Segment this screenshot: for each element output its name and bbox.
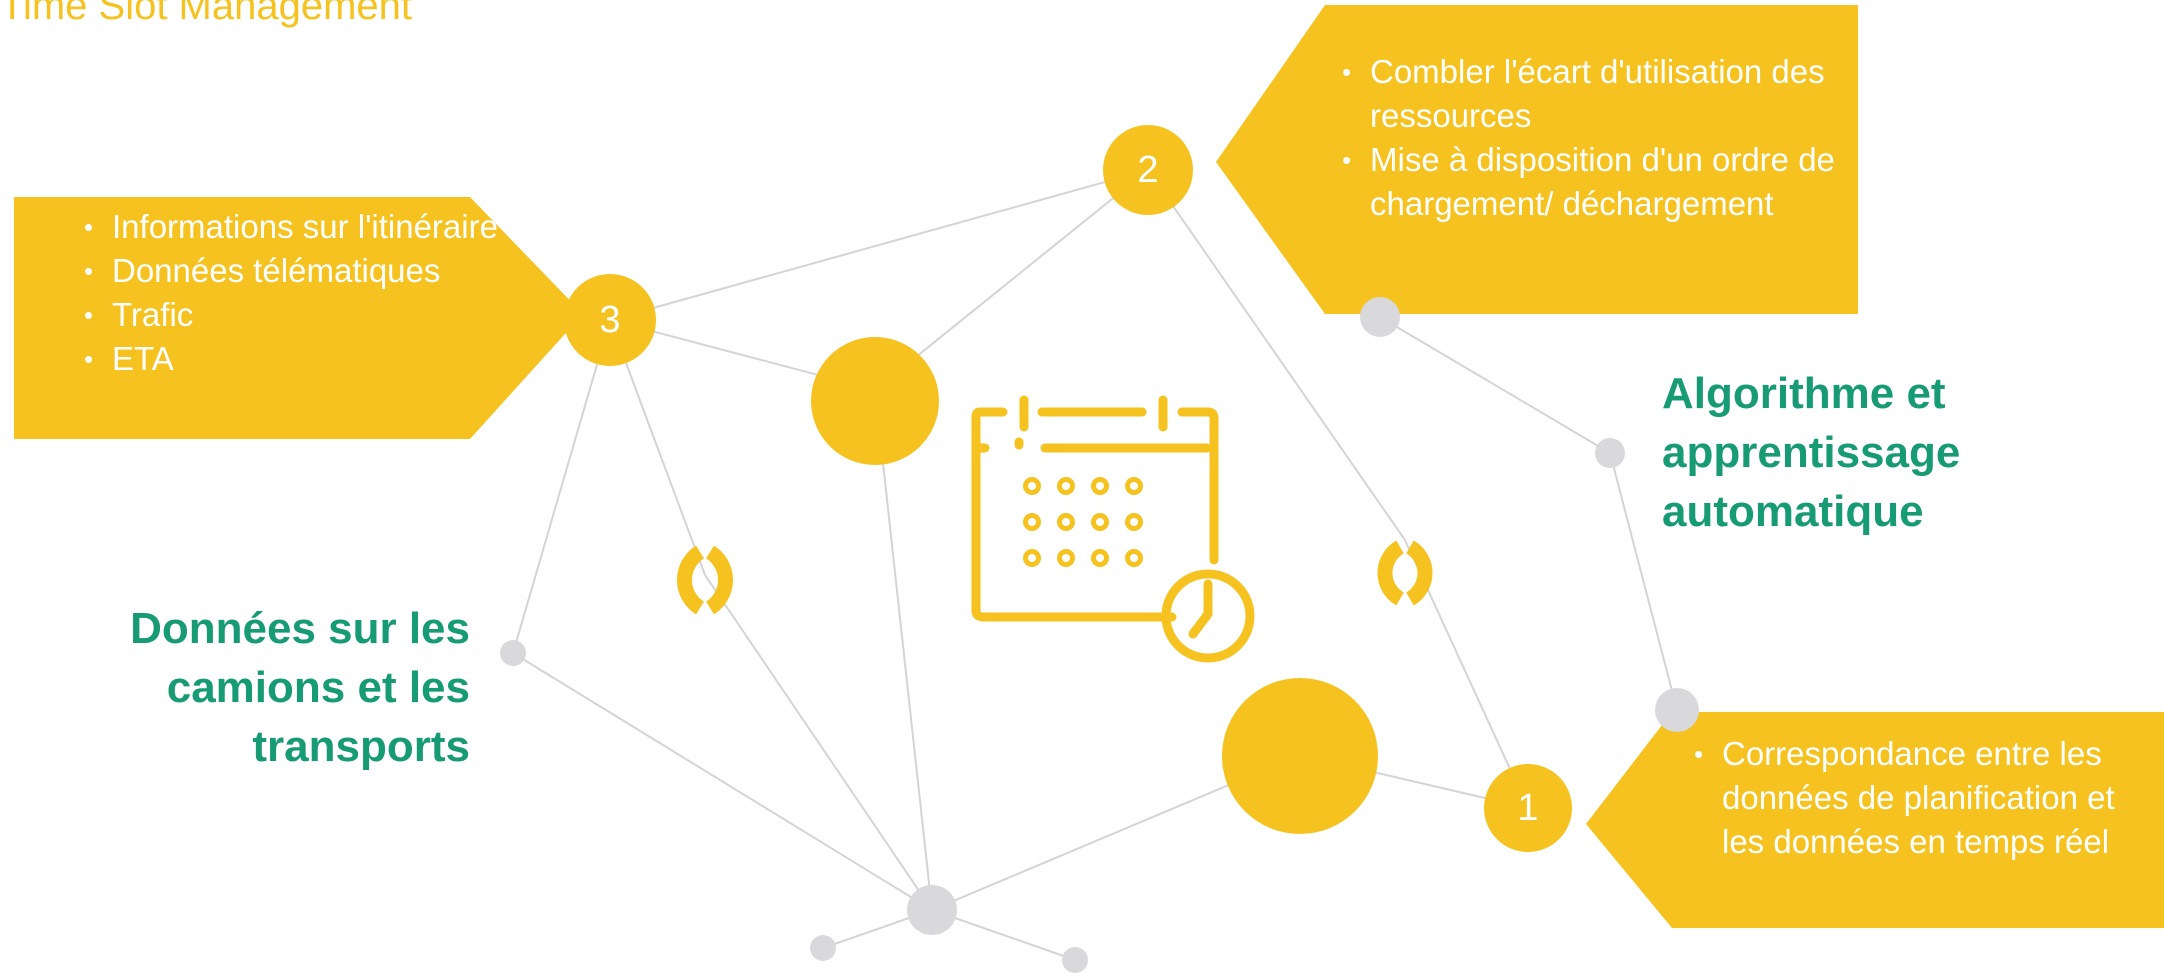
node-1 (1484, 764, 1572, 852)
callout-left: Informations sur l'itinéraire Données té… (78, 205, 498, 381)
page-title: Time Slot Management (0, 0, 413, 28)
gray-node-right-small (1595, 438, 1625, 468)
gray-node-small-bottom-right (1062, 947, 1088, 973)
ring-node-left (676, 545, 734, 615)
calendar-dots (1023, 477, 1143, 567)
node-2-label: 2 (1137, 149, 1159, 191)
callout-left-item: Informations sur l'itinéraire (78, 205, 498, 249)
gray-node-top-right (1360, 297, 1400, 337)
gray-node-hub (907, 885, 957, 935)
node-3-label: 3 (599, 299, 621, 341)
callout-bottom-right: Correspondance entre les données de plan… (1688, 732, 2118, 864)
node-2 (1103, 125, 1193, 215)
node-1-label: 1 (1517, 787, 1539, 829)
gray-node-right-bottom (1655, 688, 1699, 732)
callout-left-item: Données télématiques (78, 249, 498, 293)
node-3 (564, 274, 656, 366)
ring-node-right (1377, 540, 1433, 606)
callout-left-item: Trafic (78, 293, 498, 337)
heading-algorithm-machine-learning: Algorithme et apprentissage automatique (1662, 369, 1961, 536)
callout-left-item: ETA (78, 337, 498, 381)
large-yellow-node-top (811, 337, 939, 465)
gray-node-small-bottom-left (810, 935, 836, 961)
callout-bottom-right-item: Correspondance entre les données de plan… (1688, 732, 2118, 864)
large-yellow-node-bottom (1222, 678, 1378, 834)
callout-top-right-item: Combler l'écart d'utilisation des ressou… (1336, 50, 1836, 138)
callout-top-right: Combler l'écart d'utilisation des ressou… (1336, 50, 1836, 226)
gray-node-small-left (500, 640, 526, 666)
callout-top-right-item: Mise à disposition d'un ordre de chargem… (1336, 138, 1836, 226)
heading-truck-transport-data: Données sur les camions et les transport… (130, 604, 470, 771)
calendar-clock-icon (971, 395, 1255, 663)
